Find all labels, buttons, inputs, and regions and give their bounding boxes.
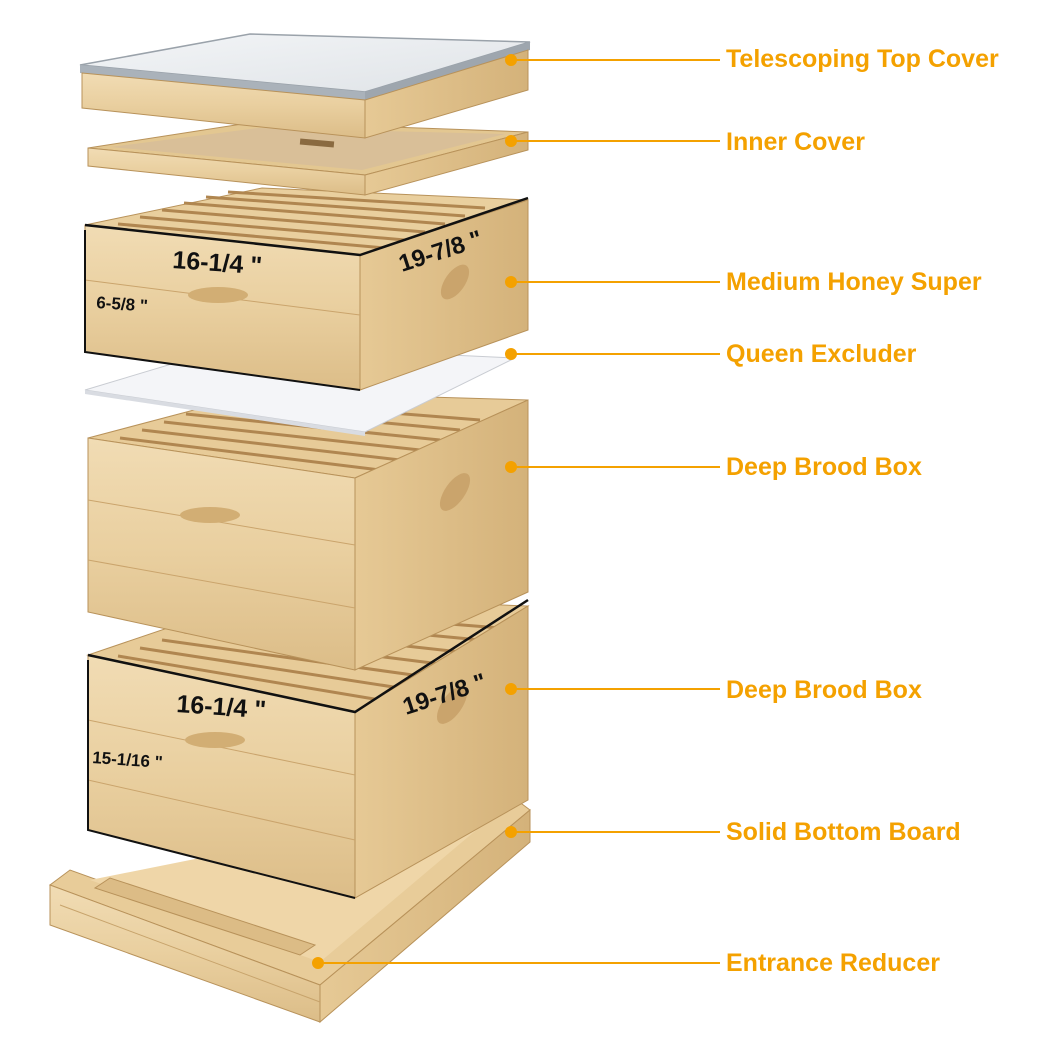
label-telescoping-top-cover: Telescoping Top Cover <box>726 45 999 73</box>
leader-dot <box>505 461 517 473</box>
deep-brood-box-upper <box>87 391 529 671</box>
label-deep-brood-box-lower: Deep Brood Box <box>726 676 922 704</box>
leader-dot <box>505 826 517 838</box>
label-medium-honey-super: Medium Honey Super <box>726 268 982 296</box>
label-deep-brood-box-upper: Deep Brood Box <box>726 453 922 481</box>
leader-dot <box>505 683 517 695</box>
leader-dot <box>505 135 517 147</box>
label-queen-excluder: Queen Excluder <box>726 340 917 368</box>
label-entrance-reducer: Entrance Reducer <box>726 949 940 977</box>
telescoping-top-cover <box>79 33 531 139</box>
label-solid-bottom-board: Solid Bottom Board <box>726 818 961 846</box>
medium-honey-super <box>84 187 529 391</box>
dimension-brood-height: 15-1/16 " <box>92 748 164 772</box>
callout-leaders <box>312 54 720 969</box>
leader-dot <box>505 348 517 360</box>
leader-dot <box>505 54 517 66</box>
label-inner-cover: Inner Cover <box>726 128 865 156</box>
dimension-super-width: 16-1/4 " <box>172 246 263 280</box>
dimension-brood-width: 16-1/4 " <box>176 690 267 724</box>
entrance-reducer <box>93 877 317 956</box>
inner-cover <box>87 121 529 196</box>
leader-dot <box>505 276 517 288</box>
dimension-super-height: 6-5/8 " <box>96 293 149 316</box>
leader-dot <box>312 957 324 969</box>
